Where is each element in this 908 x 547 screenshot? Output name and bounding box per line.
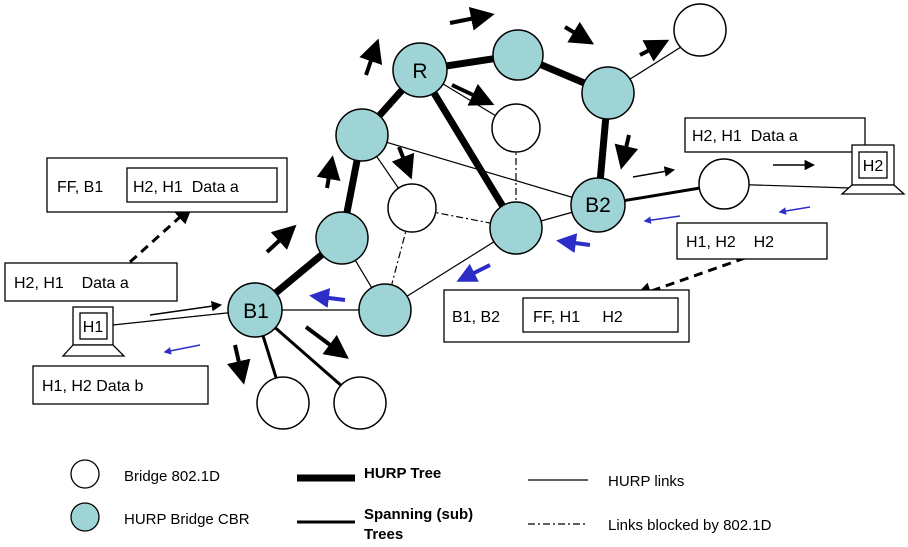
flow-arrows-black [227, 6, 670, 385]
bridge-8021d-top-right [673, 3, 727, 57]
legend-bridge-icon [70, 459, 100, 489]
root-label: R [412, 60, 427, 83]
legend-bridge-label: Bridge 802.1D [124, 468, 220, 485]
bridge-8021d-bottom-mid [333, 376, 387, 430]
frame-b1-b2-inner: FF, H1 H2 [533, 309, 623, 326]
bridge-8021d-right [698, 158, 750, 210]
legend-spanning-label-2: Trees [364, 526, 403, 543]
hurp-bridge-b2 [570, 177, 626, 233]
host-h1-label: H1 [83, 319, 104, 336]
bridge-8021d-bottom-left [256, 376, 310, 430]
bridge-8021d-upper-center [491, 103, 541, 153]
hurp-bridge-top-right [581, 66, 635, 120]
bridge-8021d-center-left [387, 183, 437, 233]
flow-arrows-blue [163, 206, 811, 355]
frame-boxes [4, 117, 866, 405]
legend: Bridge 802.1D HURP Bridge CBR HURP Tree … [70, 459, 772, 543]
hurp-bridge-left-mid [315, 211, 369, 265]
frame-h1h2-h2: H1, H2 H2 [686, 234, 774, 251]
hurp-bridge-bottom-mid [358, 283, 412, 337]
host-h2-icon [840, 144, 906, 195]
legend-hurp-bridge-icon [70, 502, 100, 532]
frame-ff-b1-prefix: FF, B1 [57, 179, 103, 196]
hurp-bridge-left-upper [335, 108, 389, 162]
hurp-bridge-root [392, 42, 448, 98]
b2-label: B2 [585, 194, 611, 217]
bridge-nodes [227, 3, 750, 430]
host-h1-icon [61, 306, 126, 357]
callout-arrows [128, 205, 746, 300]
flow-arrows-thin [149, 159, 816, 316]
hurp-bridge-top-mid [492, 29, 544, 81]
legend-hurp-links-label: HURP links [608, 473, 684, 490]
legend-blocked-label: Links blocked by 802.1D [608, 517, 772, 534]
frame-b1-b2-prefix: B1, B2 [452, 309, 500, 326]
hurp-bridge-center [489, 201, 543, 255]
b1-label: B1 [243, 300, 269, 323]
legend-spanning-label-1: Spanning (sub) [364, 506, 473, 523]
legend-hurp-tree-label: HURP Tree [364, 465, 441, 482]
frame-h2h1-data-a-right: H2, H1 Data a [692, 128, 798, 145]
host-h2-label: H2 [863, 158, 884, 175]
legend-hurp-bridge-label: HURP Bridge CBR [124, 511, 250, 528]
frame-ff-b1-inner: H2, H1 Data a [133, 179, 239, 196]
frame-h2h1-data-a-left: H2, H1 Data a [14, 275, 129, 292]
hurp-bridge-b1 [227, 282, 283, 338]
frame-h1h2-data-b: H1, H2 Data b [42, 378, 143, 395]
